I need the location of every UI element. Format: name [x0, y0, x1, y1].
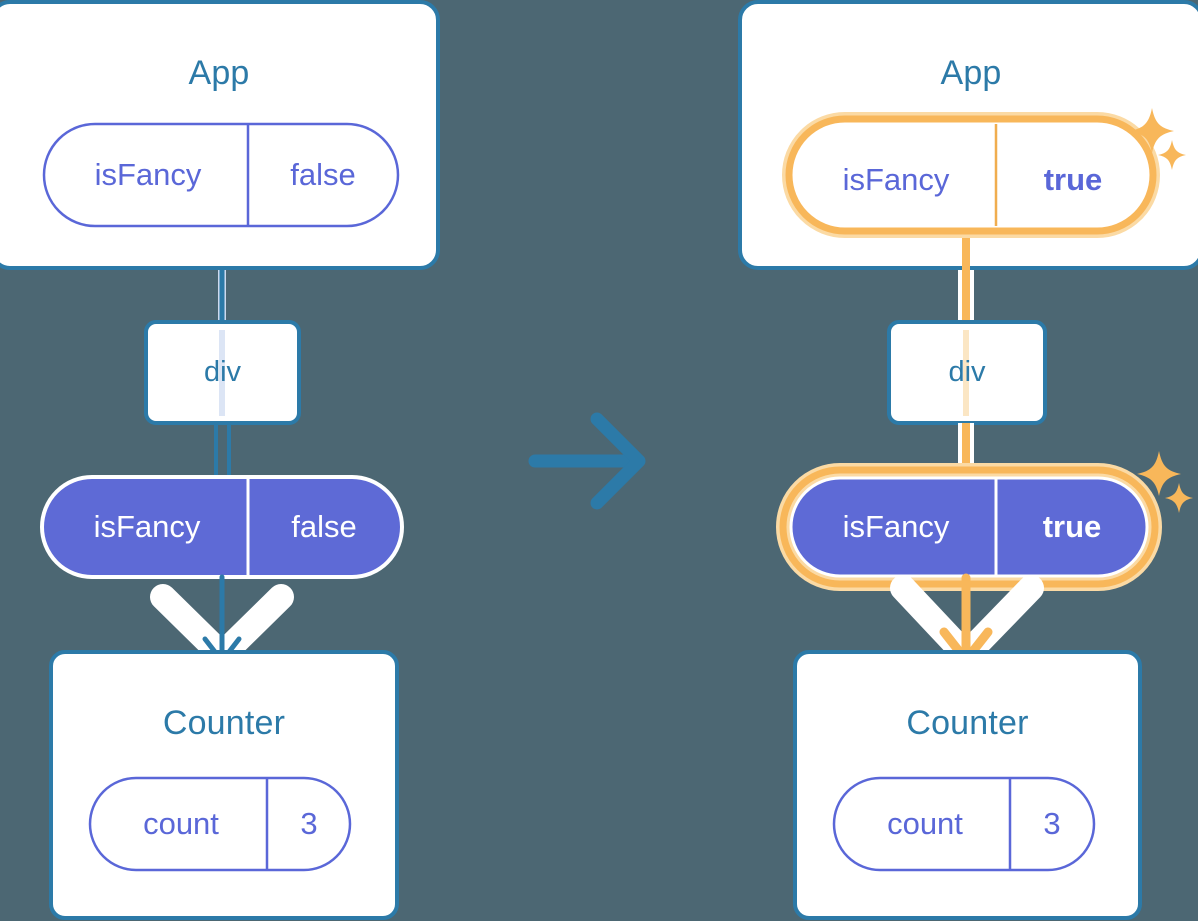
- panel-before: [0, 0, 440, 920]
- app-state-pill-after: [785, 115, 1157, 235]
- sparkle-small-app-icon: [1158, 140, 1186, 170]
- sparkle-small-prop-icon: [1165, 483, 1193, 513]
- panel-after: [738, 0, 1198, 920]
- prop-pill-after: [789, 476, 1149, 578]
- counter-state-pill-before: [88, 776, 352, 872]
- value-flow-arrow-before: [202, 574, 242, 664]
- counter-state-pill-after: [832, 776, 1096, 872]
- prop-pill-before: [40, 475, 404, 579]
- app-state-pill-before: [42, 122, 400, 228]
- sparkle-large-prop-icon: [1137, 451, 1181, 496]
- sparkle-large-app-icon: [1130, 108, 1174, 153]
- transition-arrow-icon: [528, 412, 646, 510]
